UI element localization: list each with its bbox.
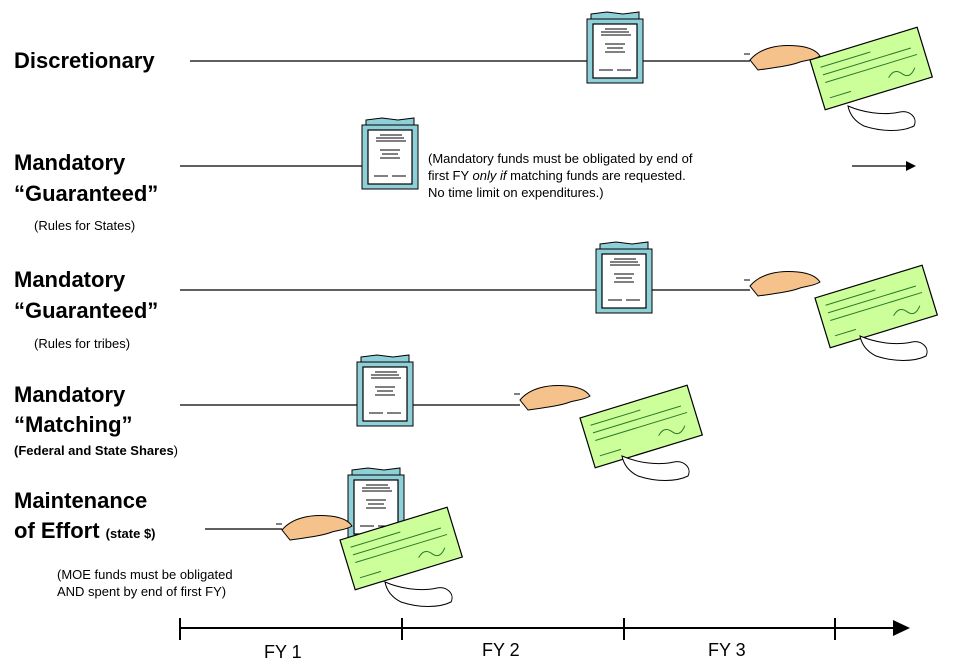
note-line: AND spent by end of first FY) — [57, 584, 227, 599]
matching-subtitle: (Federal and State Shares) — [14, 443, 178, 458]
timeline-label-fy3: FY 3 — [708, 640, 746, 660]
matching-subtitle-bold: (Federal and State Shares — [14, 443, 174, 458]
note-text: first FY — [428, 168, 473, 183]
mandatory-tribes-subtitle: (Rules for tribes) — [34, 336, 131, 351]
mandatory-states-title-2: “Guaranteed” — [14, 181, 159, 206]
check-payment-icon — [743, 26, 933, 131]
timeline-label-fy1: FY 1 — [264, 642, 302, 662]
mandatory-states-subtitle: (Rules for States) — [34, 218, 136, 233]
matching-title-1: Mandatory — [14, 382, 126, 407]
note-line: No time limit on expenditures.) — [428, 185, 604, 200]
note-line: (Mandatory funds must be obligated by en… — [428, 151, 693, 166]
moe-title-1: Maintenance — [14, 488, 148, 513]
obligation-document-icon — [361, 117, 419, 190]
discretionary-title: Discretionary — [14, 48, 155, 73]
timeline-label-fy2: FY 2 — [482, 640, 520, 660]
timeline-arrowhead — [893, 620, 910, 636]
note-line: (MOE funds must be obligated — [57, 567, 233, 582]
note-line: first FY only if matching funds are requ… — [428, 167, 693, 184]
mandatory-states-title-1: Mandatory — [14, 150, 126, 175]
states-arrowhead — [906, 161, 916, 171]
obligation-document-icon — [586, 11, 644, 84]
mandatory-tribes-title-1: Mandatory — [14, 267, 126, 292]
note-text: matching funds are requested. — [506, 168, 686, 183]
check-payment-icon — [743, 264, 938, 361]
moe-title-2: of Effort (state $) — [14, 518, 156, 547]
obligation-document-icon — [356, 354, 414, 427]
matching-title-2: “Matching” — [14, 412, 133, 437]
note-emphasis: only if — [472, 168, 507, 183]
moe-title-text: of Effort — [14, 518, 100, 543]
obligation-document-icon — [595, 241, 653, 314]
mandatory-states-note: (Mandatory funds must be obligated by en… — [428, 150, 693, 201]
moe-note: (MOE funds must be obligated AND spent b… — [57, 566, 233, 600]
matching-subtitle-end: ) — [173, 443, 179, 458]
mandatory-tribes-title-2: “Guaranteed” — [14, 298, 159, 323]
moe-title-suffix: (state $) — [105, 526, 156, 541]
check-payment-icon — [513, 384, 703, 481]
